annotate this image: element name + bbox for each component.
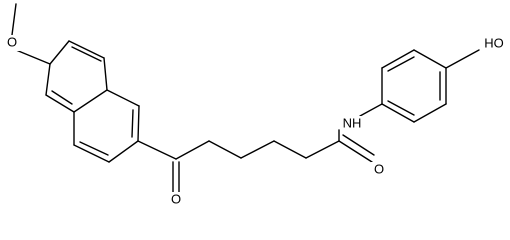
phenol-ring-bond [413, 49, 447, 69]
atom-labels: O O O NH HO [4, 34, 506, 208]
hydroxyl-label-background [482, 36, 506, 52]
naphthalene-double-bond [51, 90, 73, 105]
chain-bond [208, 140, 242, 159]
amide-carbonyl-double-bond [338, 140, 373, 163]
ketone-oxygen-label: O [171, 191, 181, 206]
naphthalene-bond [137, 105, 140, 142]
naphthalene-core [45, 40, 140, 163]
naphthalene-bond [73, 144, 110, 163]
nitrogen-phenyl-bond [359, 103, 383, 117]
naphthalene-double-bond [79, 141, 109, 156]
chain-bond [273, 140, 307, 159]
methoxy-oxygen-ring-bond [15, 49, 51, 65]
amide-oxygen-label-background [371, 162, 387, 178]
naphthalene-bond [73, 89, 108, 113]
phenol-ring-bond [381, 103, 415, 123]
chemical-structure-diagram: O O O NH HO [4, 3, 506, 208]
amide-oxygen-label: O [374, 161, 384, 176]
naphthalene-double-bond [131, 109, 134, 138]
naphthalene-bond [45, 63, 51, 96]
methoxy-group [11, 3, 51, 65]
naphthalene-bond [103, 57, 108, 91]
ketone-chain [137, 140, 340, 195]
naphthalene-bond [45, 94, 75, 113]
phenol-ring-double-bond [387, 56, 415, 72]
hydroxyl-bond [445, 49, 480, 69]
naphthalene-bond [106, 89, 140, 107]
amide-nitrogen-label-background [340, 116, 364, 132]
methoxy-oxygen-label: O [7, 34, 17, 49]
phenol-ring-bond [381, 49, 415, 69]
chain-bond [305, 140, 340, 159]
methyl-bond [11, 3, 17, 36]
phenol-ring-double-bond [387, 100, 415, 116]
naphthalene-double-bond [71, 46, 102, 62]
naphthalene-bond [49, 40, 70, 65]
chain-bond [175, 140, 210, 160]
ketone-oxygen-label-background [168, 192, 184, 208]
phenol-ring-bond [413, 103, 447, 123]
phenol-ring [381, 49, 480, 123]
methoxy-oxygen-label-background [4, 35, 22, 51]
chain-bond [240, 140, 275, 159]
amide-carbonyl-double-bond [342, 134, 375, 156]
naphthalene-bond [108, 140, 139, 163]
amide-nitrogen-label: NH [343, 115, 362, 130]
hydroxyl-label: HO [484, 35, 504, 50]
amide-group [338, 103, 383, 163]
aryl-ketone-bond [137, 140, 177, 160]
naphthalene-bond [68, 40, 105, 59]
